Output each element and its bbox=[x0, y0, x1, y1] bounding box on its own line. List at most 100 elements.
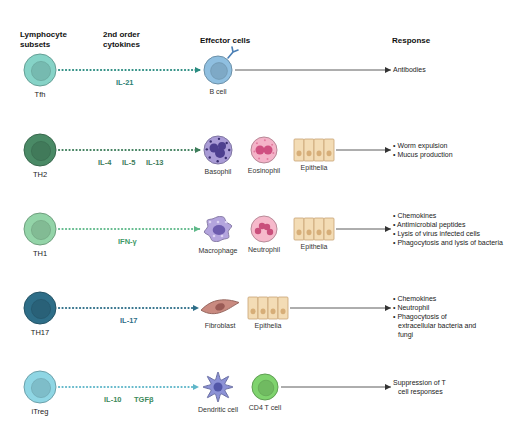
cell-nucleus bbox=[297, 150, 302, 156]
cell-label: Dendritic cell bbox=[198, 406, 238, 414]
cell-granule bbox=[272, 152, 274, 154]
cell-nucleus bbox=[211, 63, 228, 80]
cell-nucleus bbox=[251, 308, 256, 314]
cell-label: Macrophage bbox=[199, 247, 238, 255]
arrow-head bbox=[385, 226, 391, 232]
cell-nucleus bbox=[264, 146, 273, 155]
column-header: Effector cells bbox=[200, 36, 280, 46]
epithelial-cell bbox=[324, 139, 334, 161]
cell-vesicle bbox=[213, 235, 216, 238]
column-header: Response bbox=[392, 36, 472, 46]
antibody-symbol bbox=[228, 47, 238, 58]
response-item: • Phagocytosis of extracellular bacteria… bbox=[393, 312, 485, 339]
response-item: • Mucus production bbox=[393, 150, 503, 159]
effector-cell: Fibroblast bbox=[201, 297, 239, 319]
response-item: Antibodies bbox=[393, 65, 503, 74]
cell-illustration bbox=[23, 291, 57, 325]
cell-label: Neutrophil bbox=[248, 246, 280, 254]
cell-illustration bbox=[294, 218, 334, 240]
response-list: • Worm expulsion• Mucus production bbox=[393, 141, 503, 159]
response-arrow bbox=[290, 308, 391, 309]
lymphocyte-cell: Tfh bbox=[23, 53, 57, 87]
cell-nucleus bbox=[271, 308, 276, 314]
cell-illustration bbox=[23, 53, 57, 87]
cell-label: B cell bbox=[209, 88, 226, 96]
cytokine-arrow bbox=[59, 228, 200, 230]
response-item: • Worm expulsion bbox=[393, 141, 503, 150]
cell-body bbox=[24, 371, 56, 403]
cell-granule bbox=[209, 140, 211, 142]
epithelial-cell bbox=[294, 139, 304, 161]
arrow-head bbox=[193, 384, 199, 390]
cytokine-arrow bbox=[59, 149, 201, 151]
cytokine-arrow bbox=[59, 307, 199, 309]
connector-group bbox=[59, 305, 199, 311]
cell-illustration bbox=[203, 135, 233, 165]
cell-illustration bbox=[203, 55, 233, 85]
cell-nucleus bbox=[281, 308, 286, 314]
cell-nucleus bbox=[31, 299, 50, 318]
cell-vesicle bbox=[225, 221, 228, 224]
cell-granule bbox=[258, 157, 260, 159]
cell-illustration bbox=[251, 373, 279, 401]
response-arrow bbox=[336, 229, 391, 230]
epithelial-cell bbox=[278, 297, 288, 319]
cell-illustration bbox=[23, 133, 57, 167]
effector-cell: Epithelia bbox=[294, 139, 334, 161]
cytokine-label: IL-17 bbox=[120, 316, 138, 325]
response-list: • Chemokines• Neutrophil• Phagocytosis o… bbox=[393, 294, 485, 339]
cell-label: CD4 T cell bbox=[249, 404, 281, 412]
cell-granule bbox=[209, 156, 211, 158]
arrow-head bbox=[193, 305, 199, 311]
cytokine-label: IL-13 bbox=[146, 158, 164, 167]
cell-nucleus bbox=[31, 220, 50, 239]
cell-nucleus bbox=[317, 150, 322, 156]
cell-nucleus bbox=[213, 225, 226, 235]
lymphocyte-cell: TH17 bbox=[23, 291, 57, 325]
cell-granule bbox=[218, 138, 220, 140]
cell-body bbox=[204, 56, 232, 84]
cell-granule bbox=[216, 160, 218, 162]
cell-illustration bbox=[201, 371, 235, 403]
cell-label: Epithelia bbox=[301, 164, 328, 172]
cell-nucleus bbox=[327, 150, 332, 156]
cell-illustration bbox=[23, 370, 57, 404]
response-item: • Chemokines bbox=[393, 294, 485, 303]
cell-label: Epithelia bbox=[255, 322, 282, 330]
epithelial-cell bbox=[294, 218, 304, 240]
epithelial-cell bbox=[268, 297, 278, 319]
cell-body bbox=[251, 216, 277, 242]
cell-label: Fibroblast bbox=[205, 322, 236, 330]
cell-nucleus bbox=[255, 228, 261, 234]
response-item: Suppression of T cell responses bbox=[393, 378, 455, 396]
effector-cell: CD4 T cell bbox=[251, 373, 279, 401]
cytokine-label: IL-21 bbox=[116, 78, 134, 87]
effector-cell: Dendritic cell bbox=[201, 371, 235, 403]
response-arrow bbox=[281, 387, 391, 388]
cell-body bbox=[24, 134, 56, 166]
response-item: • Neutrophil bbox=[393, 303, 485, 312]
arrow-head bbox=[194, 226, 200, 232]
cell-nucleus bbox=[267, 229, 273, 235]
response-item: • Antimicrobial peptides bbox=[393, 220, 518, 229]
column-header: 2nd order cytokines bbox=[103, 30, 165, 50]
effector-cell: Neutrophil bbox=[250, 215, 278, 243]
cell-label: Basophil bbox=[205, 168, 232, 176]
cell-nucleus bbox=[327, 229, 332, 235]
cell-nucleus bbox=[307, 229, 312, 235]
epithelial-cell bbox=[248, 297, 258, 319]
epithelial-cell bbox=[304, 218, 314, 240]
arrow-head bbox=[195, 147, 201, 153]
effector-cell: Basophil bbox=[203, 135, 233, 165]
epithelial-cell bbox=[314, 139, 324, 161]
response-list: Antibodies bbox=[393, 65, 503, 74]
cell-vesicle bbox=[221, 235, 224, 238]
cell-label: TH17 bbox=[31, 329, 49, 337]
column-header: Lymphocyte subsets bbox=[20, 30, 75, 50]
response-list: • Chemokines• Antimicrobial peptides• Ly… bbox=[393, 211, 518, 247]
cytokine-label: IL-5 bbox=[122, 158, 135, 167]
epithelial-cell bbox=[304, 139, 314, 161]
response-item: • Lysis of virus infected cells bbox=[393, 229, 518, 238]
cell-label: TH2 bbox=[33, 171, 47, 179]
